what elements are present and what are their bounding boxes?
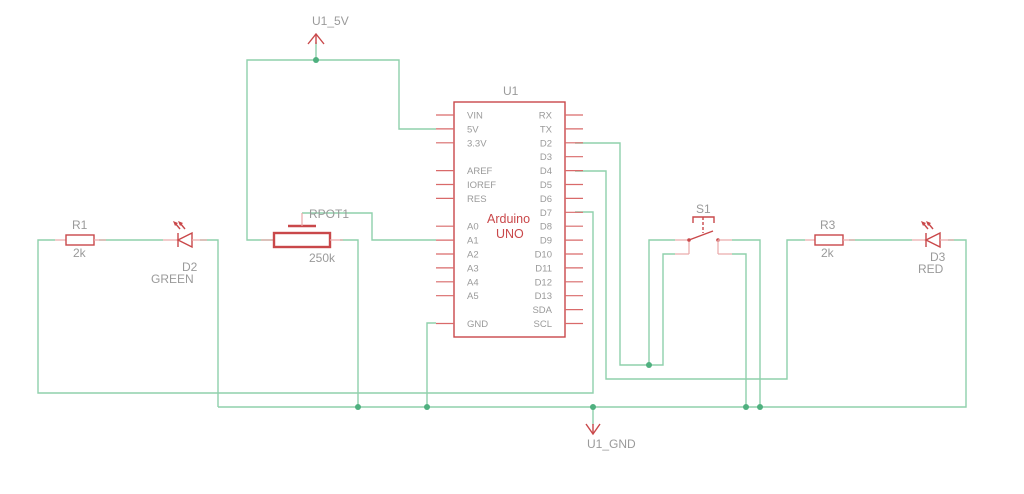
u1-pin-label: A5: [467, 291, 479, 302]
gnd-symbol[interactable]: U1_GND: [585, 423, 636, 451]
d2-led-green[interactable]: D2 GREEN: [151, 221, 207, 286]
u1-pin-label: TX: [540, 124, 553, 135]
junction: [646, 362, 652, 368]
junction: [757, 404, 763, 410]
s1-ref: S1: [696, 202, 711, 216]
u1-pin-label: D11: [535, 263, 552, 274]
d3-light-arrows-icon: [921, 221, 934, 230]
u1-pin-label: AREF: [467, 166, 493, 177]
u1-pin-label: D7: [540, 208, 552, 219]
u1-pin-label: A4: [467, 277, 479, 288]
wire-rpot-wiper-a1[interactable]: [302, 212, 436, 241]
u1-pin-label: 5V: [467, 124, 479, 135]
d3-ref: D3: [930, 250, 946, 264]
d2-value: GREEN: [151, 272, 194, 286]
junction: [313, 57, 319, 63]
d3-value: RED: [918, 262, 944, 276]
u1-title-line1: Arduino: [487, 212, 530, 226]
junction: [590, 404, 596, 410]
u1-ref: U1: [503, 84, 519, 98]
u1-pin-label: SDA: [532, 305, 552, 316]
s1-contact-lever: [688, 230, 714, 241]
u1-arduino-uno[interactable]: U1 Arduino UNO VIN 5V 3.3V AREF IOREF RES A0A1…: [436, 84, 583, 338]
u1-pin-label: D3: [540, 152, 552, 163]
junction: [424, 404, 430, 410]
wire-switch-left-b[interactable]: [648, 239, 675, 365]
junction: [743, 404, 749, 410]
u1-pin-label: VIN: [467, 111, 483, 122]
d2-ref: D2: [182, 260, 198, 274]
vcc-symbol[interactable]: U1_5V: [307, 14, 349, 45]
rpot1-body: [272, 231, 332, 249]
u1-pin-label: D2: [540, 138, 552, 149]
u1-pin-label: D9: [540, 236, 552, 247]
r1-value: 2k: [73, 246, 87, 260]
r1-resistor[interactable]: R1 2k: [55, 218, 106, 260]
u1-pin-label: A0: [467, 222, 479, 233]
d2-diode-icon: [176, 231, 193, 249]
wire-d4-r3[interactable]: [575, 170, 805, 380]
u1-title-line2: UNO: [496, 227, 524, 241]
u1-pin-label: RX: [539, 111, 553, 122]
wire-rpot-gnd[interactable]: [340, 239, 359, 407]
wire-switch-right-a[interactable]: [732, 239, 761, 407]
d2-light-arrows-icon: [173, 221, 186, 230]
wire-d2-switch[interactable]: [575, 142, 675, 366]
u1-pin-label: D8: [540, 222, 552, 233]
rpot1-value: 250k: [309, 251, 336, 265]
r3-value: 2k: [821, 246, 835, 260]
u1-pin-label: A3: [467, 263, 479, 274]
u1-pin-label: D6: [540, 194, 552, 205]
u1-pin-label: D12: [535, 277, 552, 288]
wires: [37, 42, 967, 425]
u1-pin-label: SCL: [534, 319, 552, 330]
u1-pin-label: D13: [535, 291, 552, 302]
u1-pin-label: GND: [467, 319, 488, 330]
rpot1-ref: RPOT1: [309, 207, 349, 221]
r3-body: [814, 234, 844, 246]
junctions: [313, 57, 763, 410]
r1-body: [65, 234, 95, 246]
u1-pin-label: A1: [467, 236, 479, 247]
d3-led-red[interactable]: D3 RED: [912, 221, 954, 276]
wire-5v-to-u1[interactable]: [316, 59, 436, 130]
wire-r1-left[interactable]: [37, 211, 594, 394]
wire-u1-gnd[interactable]: [426, 322, 436, 407]
u1-pin-label: RES: [467, 194, 487, 205]
r1-ref: R1: [72, 218, 88, 232]
s1-pushbutton[interactable]: S1: [675, 202, 732, 255]
d3-diode-icon: [924, 231, 941, 249]
u1-pin-label: D10: [535, 250, 552, 261]
u1-pin-label: IOREF: [467, 180, 496, 191]
s1-contact-dot: [687, 238, 691, 242]
rpot1-potentiometer[interactable]: RPOT1 250k: [261, 207, 349, 265]
u1-pin-label: D4: [540, 166, 552, 177]
r3-resistor[interactable]: R3 2k: [805, 218, 855, 260]
junction: [355, 404, 361, 410]
wire-d2-gnd[interactable]: [200, 239, 219, 407]
u1-pin-label: 3.3V: [467, 138, 487, 149]
wire-gnd-bus[interactable]: [218, 239, 967, 408]
u1-pin-label: A2: [467, 250, 479, 261]
vcc-label: U1_5V: [312, 14, 349, 28]
gnd-label: U1_GND: [587, 437, 636, 451]
wire-switch-right-b[interactable]: [732, 253, 747, 407]
u1-body: [453, 101, 566, 338]
r3-ref: R3: [820, 218, 836, 232]
u1-pin-label: D5: [540, 180, 552, 191]
